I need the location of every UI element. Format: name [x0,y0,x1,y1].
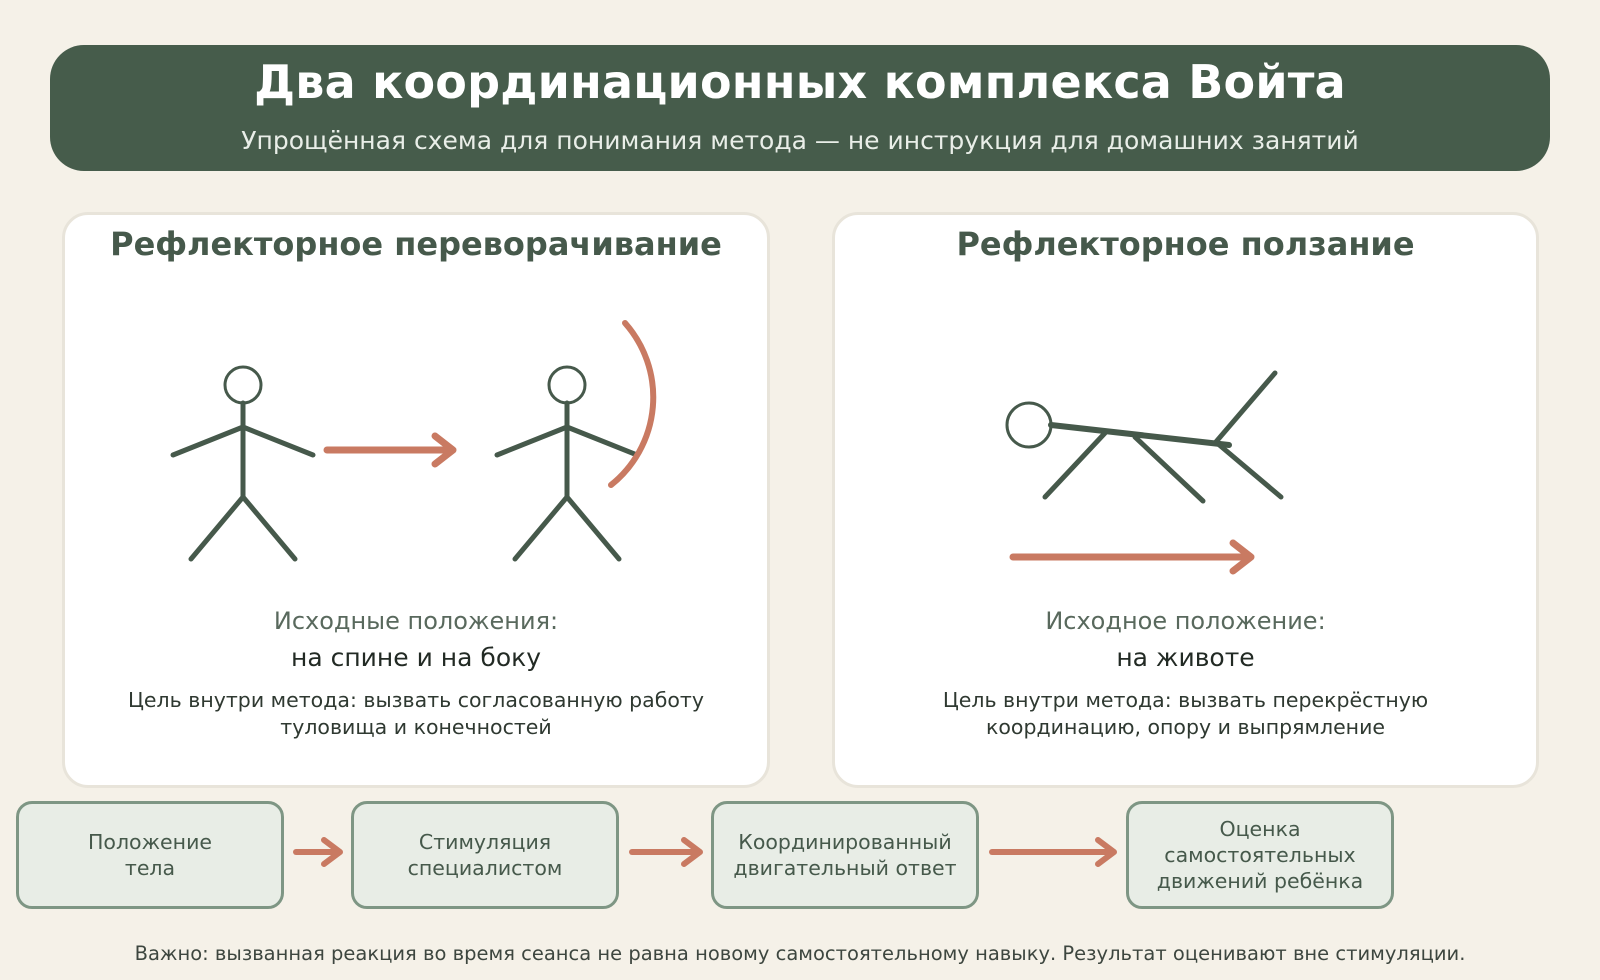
arrow-right-icon [1009,539,1255,575]
position-value: на животе [1116,643,1255,672]
step-line: Положение [87,830,213,854]
page-title: Два координационных комплекса Войта [254,55,1346,109]
position-value: на спине и на боку [290,643,542,672]
header-banner: Два координационных комплекса Войта Упро… [50,45,1550,171]
step-line: Стимуляция [418,830,552,854]
step-line: двигательный ответ [733,856,957,880]
arrow-right-icon [293,837,343,867]
step-line: специалистом [407,856,563,880]
arrow-right-icon [323,432,457,468]
flow-step-stimulation: Стимуляция специалистом [351,801,619,909]
position-label: Исходное положение: [1045,607,1326,635]
step-line: движений ребёнка [1156,869,1364,893]
stick-figure-icon [170,365,316,562]
position-label: Исходные положения: [273,607,559,635]
flow-step-motor-response: Координированный двигательный ответ [711,801,979,909]
step-line: Координированный [738,830,952,854]
arrow-right-icon [629,837,703,867]
card-reflex-crawling: Рефлекторное ползание Исходное положение… [832,212,1539,788]
crawling-figures [1005,370,1284,575]
flow-step-body-position: Положение тела [16,801,284,909]
goal-text: Цель внутри метода: вызвать перекрёстную… [942,688,1429,739]
card-title: Рефлекторное переворачивание [110,225,722,263]
rolling-figures [170,320,657,562]
arrow-right-icon [989,837,1117,867]
step-line: Оценка самостоятельных [1164,817,1356,867]
footer-note: Важно: вызванная реакция во время сеанса… [134,942,1466,965]
flow-step-evaluation: Оценка самостоятельных движений ребёнка [1126,801,1394,909]
card-title: Рефлекторное ползание [956,225,1415,263]
stick-figure-icon [494,365,640,562]
card-reflex-rolling: Рефлекторное переворачивание Исходные по… [62,212,770,788]
crawling-figure-icon [1005,370,1284,504]
rotation-arc-icon [608,320,657,488]
goal-text: Цель внутри метода: вызвать согласованну… [128,688,704,739]
step-line: тела [124,856,176,880]
page-subtitle: Упрощённая схема для понимания метода — … [241,126,1359,155]
